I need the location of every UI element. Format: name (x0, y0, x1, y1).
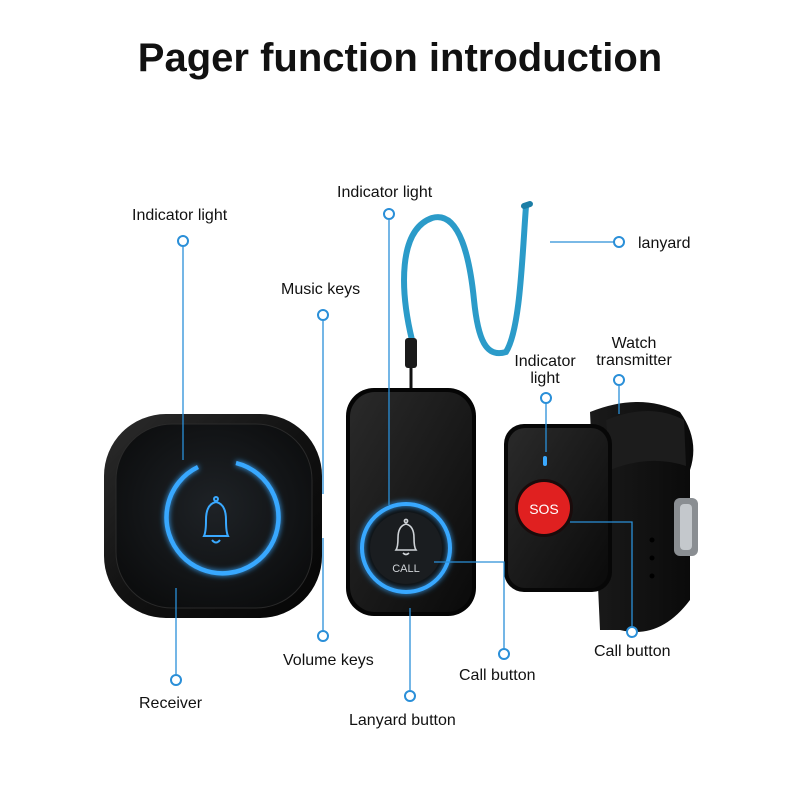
label-music-keys: Music keys (281, 281, 361, 298)
label-watch-call-button: Call button (594, 643, 671, 660)
label-watch-indicator-light: Indicator light (514, 353, 575, 387)
watch-sos-text: SOS (529, 501, 559, 517)
watch-indicator-led (543, 456, 547, 466)
label-lanyard: lanyard (638, 235, 691, 252)
label-watch-transmitter: Watch transmitter (596, 335, 672, 369)
watch-device: SOS (504, 402, 698, 632)
bell-icon (202, 496, 230, 544)
lanyard-strap (401, 201, 533, 392)
label-watch-indicator-line2: light (530, 370, 560, 387)
label-receiver-indicator-light: Indicator light (132, 207, 228, 224)
label-receiver: Receiver (139, 695, 203, 712)
volume-keys-dot (317, 630, 329, 642)
label-pager-call-button: Call button (459, 667, 536, 684)
receiver-light-ring (164, 460, 281, 576)
pager-call-button-dot (498, 648, 510, 660)
label-pager-indicator-light: Indicator light (337, 184, 433, 201)
music-keys-dot (317, 309, 329, 321)
watch-call-button-dot (626, 626, 638, 638)
pager-call-text: CALL (392, 563, 420, 575)
receiver-indicator-dot (177, 235, 189, 247)
receiver-device (104, 414, 322, 618)
bell-icon (394, 518, 418, 556)
watch-indicator-dot (540, 392, 552, 404)
pager-light-ring (360, 502, 452, 594)
label-watch-transmitter-line2: transmitter (596, 352, 672, 369)
label-watch-indicator-line1: Indicator (514, 353, 576, 370)
pager-indicator-dot (383, 208, 395, 220)
sos-button (518, 482, 570, 534)
pager-device: CALL (346, 388, 476, 616)
lanyard-dot (613, 236, 625, 248)
label-watch-transmitter-line1: Watch (611, 335, 657, 352)
label-volume-keys: Volume keys (283, 652, 374, 669)
receiver-dot (170, 674, 182, 686)
page-title: Pager function introduction (137, 36, 663, 80)
lanyard-button-dot (404, 690, 416, 702)
watch-transmitter-dot (613, 374, 625, 386)
label-lanyard-button: Lanyard button (349, 712, 456, 729)
